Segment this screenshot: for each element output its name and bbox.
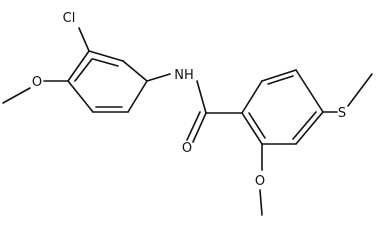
bond-l-inner-1: [92, 58, 119, 67]
bond-r-inner-2: [292, 111, 317, 140]
structure-diagram: Cl O NH O S O: [2, 11, 373, 216]
bond-l3-l4: [127, 80, 148, 113]
bond-l1-l2: [88, 50, 124, 62]
bond-co-double-1: [192, 112, 207, 143]
bond-r2-r3: [261, 69, 297, 82]
molecule-structure: Cl O NH O S O: [2, 11, 373, 216]
bond-r-inner-1: [267, 75, 294, 85]
bond-r1-r2: [241, 80, 263, 114]
bond-c-cl: [78, 27, 90, 52]
amide-nh-label: NH: [174, 68, 194, 83]
bond-o-ch3-left: [2, 87, 31, 104]
methoxy-oxygen-left-label: O: [32, 75, 42, 90]
bond-o-ch3-bottom: [259, 189, 263, 216]
right-aromatic-ring: [205, 69, 324, 145]
carbonyl-oxygen-label: O: [182, 141, 192, 156]
bond-co-double-2: [186, 111, 201, 141]
bond-r-inner-3: [248, 112, 266, 139]
chlorine-label: Cl: [63, 11, 76, 26]
bond-r4-r5: [295, 111, 324, 145]
bond-l2-l3: [122, 60, 148, 82]
left-aromatic-ring: [67, 50, 148, 113]
bond-l6-l1: [67, 50, 90, 82]
sulfur-label: S: [338, 106, 346, 121]
bond-r3-r4: [295, 69, 324, 113]
bond-l-inner-3: [74, 58, 93, 82]
bond-nh-co: [196, 80, 207, 114]
methoxy-oxygen-bottom-label: O: [255, 174, 265, 189]
bond-s-ch3: [347, 73, 373, 107]
bond-l5-l6: [67, 80, 94, 113]
bond-r6-r1: [241, 112, 263, 145]
bond-c-nh: [146, 73, 171, 82]
